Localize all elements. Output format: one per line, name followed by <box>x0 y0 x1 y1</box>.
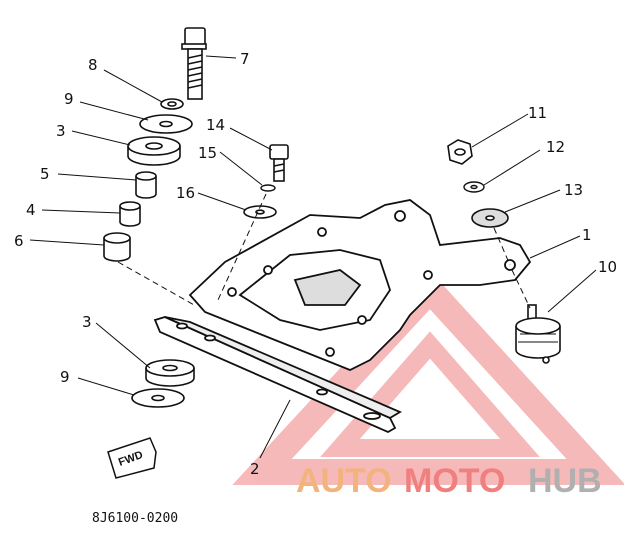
assembly-lines <box>117 193 531 309</box>
callout-4: 4 <box>26 201 36 219</box>
callout-14: 14 <box>206 116 225 134</box>
watermark-logo <box>232 270 624 485</box>
small-bolt <box>269 144 289 182</box>
small-flat-washer <box>243 205 277 219</box>
watermark-moto: MOTO <box>404 462 505 500</box>
watermark-hub: HUB <box>528 462 602 500</box>
fwd-direction-tag: FWD <box>107 437 157 479</box>
nut-lock-washer <box>463 181 485 193</box>
small-lock-washer <box>260 184 276 192</box>
callout-11: 11 <box>528 104 547 122</box>
callout-10: 10 <box>598 258 617 276</box>
callout-3-top: 3 <box>56 122 66 140</box>
leader-lines <box>29 55 597 459</box>
callout-labels: 1 2 3 3 4 5 6 7 8 9 9 10 11 12 13 14 15 … <box>14 50 617 478</box>
rubber-mount <box>515 304 561 364</box>
callout-6: 6 <box>14 232 24 250</box>
collar-4 <box>119 201 141 227</box>
callout-5: 5 <box>40 165 50 183</box>
lock-washer <box>160 98 184 110</box>
rubber-damper-bottom <box>145 359 195 387</box>
callout-12: 12 <box>546 138 565 156</box>
callout-7: 7 <box>240 50 250 68</box>
callout-9-bottom: 9 <box>60 368 70 386</box>
callout-16: 16 <box>176 184 195 202</box>
collar-5 <box>135 171 157 199</box>
callout-15: 15 <box>198 144 217 162</box>
watermark-text: AUTO MOTO HUB <box>296 462 602 500</box>
callout-9-top: 9 <box>64 90 74 108</box>
flat-washer-top <box>139 114 193 134</box>
collar-6 <box>103 232 131 262</box>
rubber-damper-top <box>127 136 181 166</box>
nut-flat-washer <box>471 208 509 228</box>
bolt <box>181 27 207 100</box>
callout-3-bottom: 3 <box>82 313 92 331</box>
flat-washer-bottom <box>131 388 185 408</box>
callout-2: 2 <box>250 460 260 478</box>
callout-13: 13 <box>564 181 583 199</box>
watermark-auto: AUTO <box>296 462 392 500</box>
engine-mount-plate <box>188 199 532 371</box>
callout-8: 8 <box>88 56 98 74</box>
mounting-bar <box>153 316 402 434</box>
callout-1: 1 <box>582 226 592 244</box>
nut <box>447 139 473 165</box>
part-code: 8J6100-0200 <box>92 511 178 526</box>
